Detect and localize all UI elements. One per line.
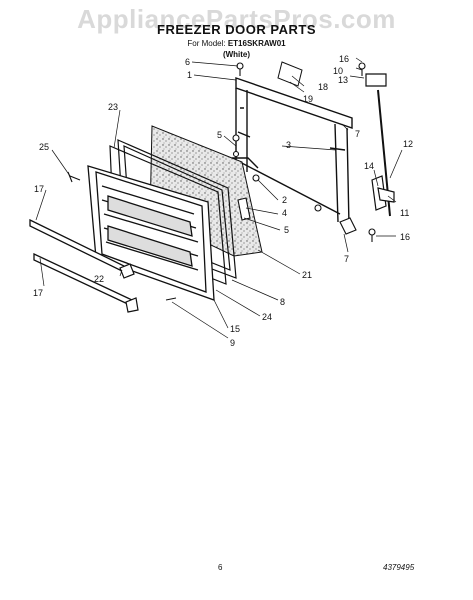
page-number: 6 (218, 563, 223, 572)
label-plate-part (277, 61, 303, 87)
document-number: 4379495 (383, 563, 415, 572)
callout-24: 24 (262, 312, 272, 322)
callout-17-top: 17 (34, 184, 44, 194)
callout-9: 9 (230, 338, 235, 348)
page-title: FREEZER DOOR PARTS (157, 22, 316, 37)
callout-14: 14 (364, 161, 374, 171)
callout-22: 22 (94, 274, 104, 284)
callout-2: 2 (282, 195, 287, 205)
door-shelf-bars (29, 218, 133, 308)
hinge-assembly (365, 73, 395, 217)
callout-4: 4 (282, 208, 287, 218)
callout-7-bottom: 7 (344, 254, 349, 264)
callout-5-top: 5 (217, 130, 222, 140)
leader-lines (35, 57, 403, 339)
callout-25: 25 (39, 142, 49, 152)
callout-1: 1 (187, 70, 192, 80)
callout-8: 8 (280, 297, 285, 307)
shelf-end-caps (119, 263, 139, 313)
callout-23: 23 (108, 102, 118, 112)
callout-10: 10 (333, 66, 343, 76)
hardware-screws (67, 62, 376, 301)
callout-5-bottom: 5 (284, 225, 289, 235)
callout-12: 12 (403, 139, 413, 149)
model-line: For Model: ET16SKRAW01 (0, 39, 473, 48)
callout-15: 15 (230, 324, 240, 334)
model-number: ET16SKRAW01 (227, 39, 286, 48)
callout-3: 3 (286, 140, 291, 150)
callout-7-top: 7 (355, 129, 360, 139)
model-color: (White) (222, 50, 251, 59)
callout-6: 6 (185, 57, 190, 67)
callout-labels: 6 1 23 25 17 17 22 5 3 2 4 5 21 8 24 15 … (33, 54, 413, 348)
callout-11: 11 (400, 208, 409, 218)
callout-18: 18 (318, 82, 328, 92)
door-frame-part (232, 77, 353, 227)
callout-17-bottom: 17 (33, 288, 43, 298)
callout-21: 21 (302, 270, 312, 280)
model-label: For Model: (187, 39, 226, 48)
watermark-text: AppliancePartsPros.com (77, 4, 396, 34)
callout-13: 13 (338, 75, 348, 85)
callout-16-top: 16 (339, 54, 349, 64)
callout-19: 19 (303, 94, 313, 104)
callout-16-bottom: 16 (400, 232, 410, 242)
